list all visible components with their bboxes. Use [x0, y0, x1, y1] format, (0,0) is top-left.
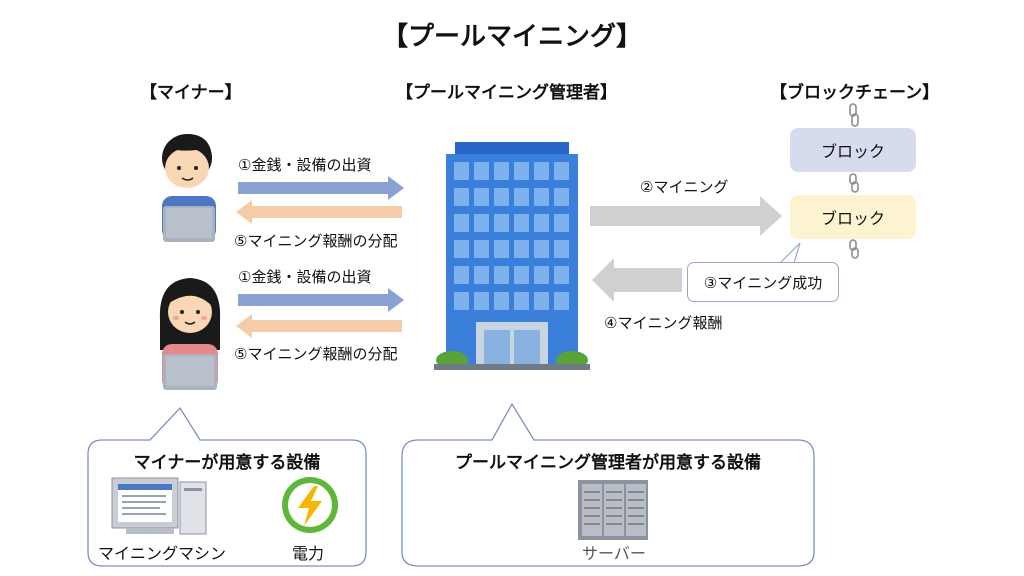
server-rack-icon: [578, 480, 648, 540]
mining-machine-label: マイニングマシン: [98, 544, 227, 563]
building-window: [534, 188, 549, 206]
office-building-icon: [434, 142, 590, 370]
block-2: ブロック: [790, 195, 916, 239]
reward-label-2: ⑤マイニング報酬の分配: [234, 345, 398, 363]
pool-reward-arrow: [592, 258, 682, 302]
invest-arrow-1: [238, 176, 404, 200]
building-window: [534, 240, 549, 258]
building-window: [534, 214, 549, 232]
building-window: [494, 162, 509, 180]
power-label: 電力: [292, 544, 325, 563]
building-window: [514, 292, 529, 310]
building-window: [454, 214, 469, 232]
building-window: [454, 292, 469, 310]
mining-success-callout: ③マイニング成功: [687, 262, 839, 302]
building-window: [554, 214, 569, 232]
server-label: サーバー: [582, 544, 646, 563]
building-window: [454, 266, 469, 284]
lightning-power-icon: [282, 477, 338, 533]
miner-panel-title: マイナーが用意する設備: [133, 453, 321, 473]
building-window: [494, 214, 509, 232]
building-window: [554, 162, 569, 180]
building-window: [454, 162, 469, 180]
building-window: [514, 266, 529, 284]
manager-panel-title: プールマイニング管理者が用意する設備: [455, 453, 761, 473]
building-window: [554, 240, 569, 258]
male-miner-with-laptop-icon: [162, 134, 216, 242]
miner-header: 【マイナー】: [140, 83, 242, 103]
building-window: [534, 266, 549, 284]
building-window: [494, 266, 509, 284]
building-window: [474, 292, 489, 310]
block-1: ブロック: [790, 128, 916, 172]
building-window: [494, 292, 509, 310]
mining-arrow: [590, 196, 782, 236]
female-miner-with-laptop-icon: [159, 278, 221, 390]
reward-arrow-2: [236, 314, 402, 338]
building-window: [454, 240, 469, 258]
invest-label-2: ①金銭・設備の出資: [238, 268, 372, 286]
mining-label: ②マイニング: [640, 178, 729, 196]
building-window: [554, 292, 569, 310]
building-window: [554, 188, 569, 206]
building-window: [534, 162, 549, 180]
building-window: [554, 266, 569, 284]
building-window: [474, 240, 489, 258]
reward-label-1: ⑤マイニング報酬の分配: [234, 232, 398, 250]
building-window: [514, 162, 529, 180]
building-window: [474, 162, 489, 180]
building-window: [514, 214, 529, 232]
building-window: [534, 292, 549, 310]
building-window: [494, 240, 509, 258]
building-window: [454, 188, 469, 206]
building-window: [474, 214, 489, 232]
pool-reward-label: ④マイニング報酬: [604, 314, 723, 332]
page-title: 【プールマイニング】: [381, 22, 642, 52]
building-window: [474, 266, 489, 284]
building-window: [474, 188, 489, 206]
success-callout-pointer: [779, 242, 801, 264]
building-window: [494, 188, 509, 206]
chain-link-icon: [849, 103, 859, 259]
manager-header: 【プールマイニング管理者】: [396, 83, 617, 103]
building-window: [514, 240, 529, 258]
invest-label-1: ①金銭・設備の出資: [238, 156, 372, 174]
building-window: [514, 188, 529, 206]
blockchain-header: 【ブロックチェーン】: [770, 83, 940, 103]
desktop-computer-icon: [111, 477, 207, 535]
reward-arrow-1: [236, 200, 402, 224]
invest-arrow-2: [238, 288, 404, 312]
